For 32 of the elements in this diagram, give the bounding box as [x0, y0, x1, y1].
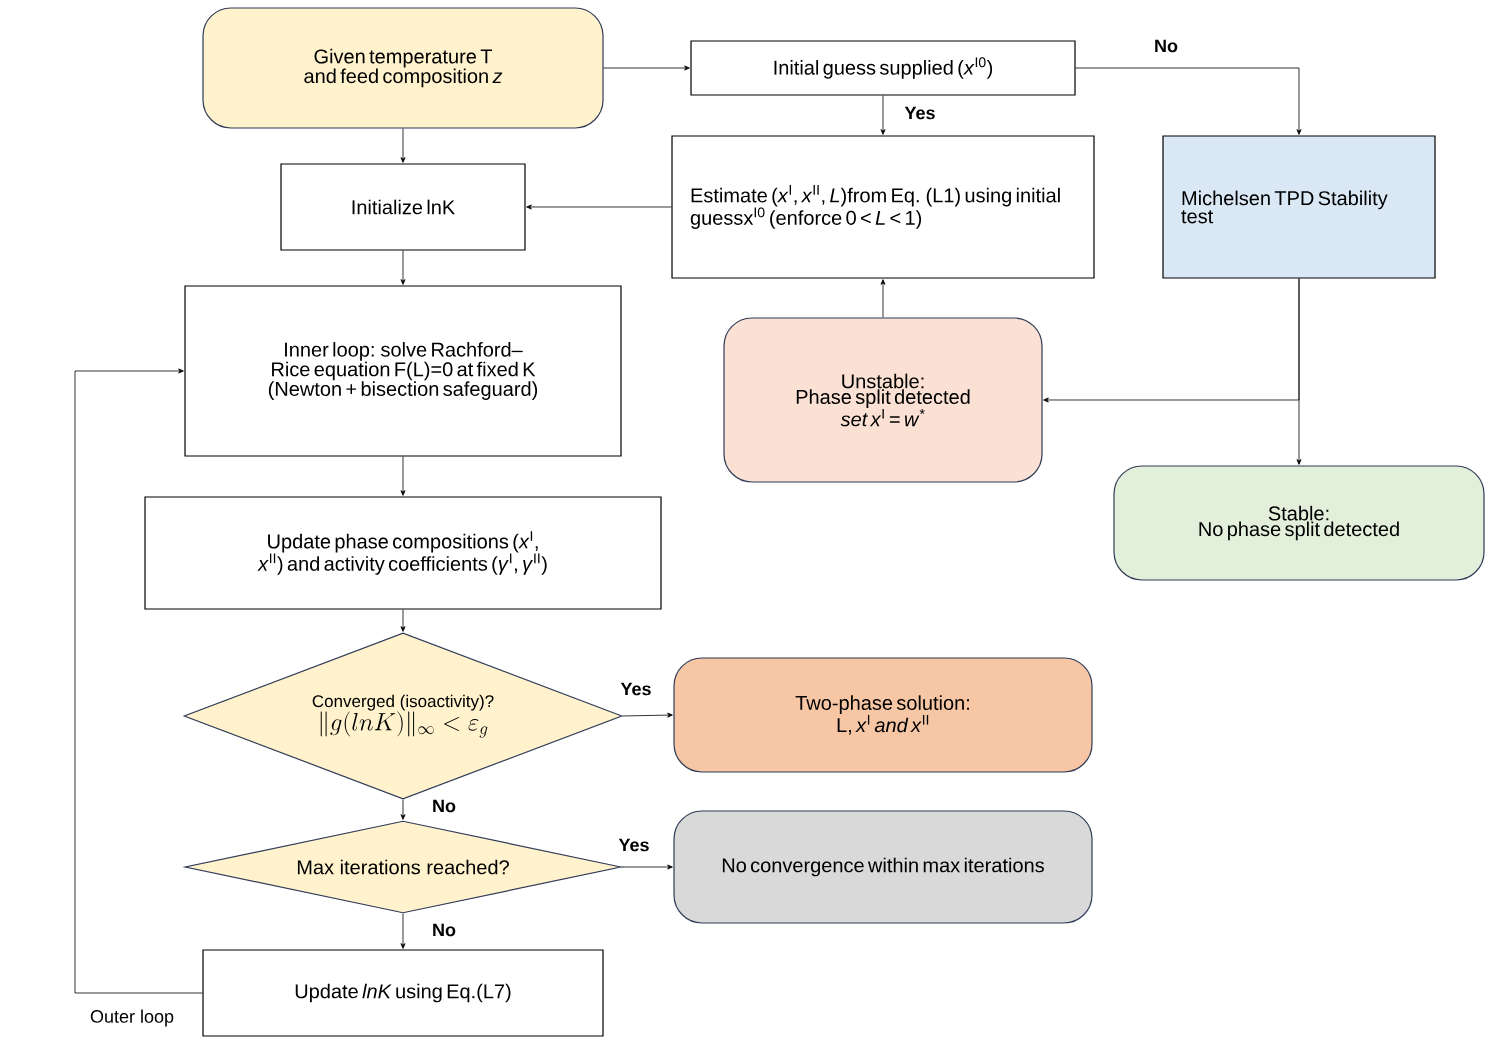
- process-box: Initial guess supplied (x$^{I0}$): [690, 40, 1076, 96]
- rounded-box: Unstable: Phase split detected set x$^{I}$ = w$^{*}$: [723, 317, 1043, 483]
- edge-label: No: [433, 923, 456, 937]
- process-box: Update phase compositions (x$^{I}$, x$^{II}$) and activity coefficients (γ$^{I}$, γ$^{II}$): [144, 496, 662, 610]
- arrow: [1075, 67, 1302, 135]
- process-box: Initialize lnK: [280, 163, 526, 251]
- rounded-box: No convergence within max iterations: [673, 810, 1093, 924]
- edge-label: Yes: [904, 106, 935, 120]
- arrow: [400, 128, 406, 163]
- arrow: [400, 913, 406, 949]
- edge-label: No: [1155, 39, 1178, 53]
- arrow: [622, 712, 673, 718]
- arrow: [400, 609, 406, 632]
- arrow: [880, 95, 886, 135]
- process-box: Inner loop: solve Rachford–Rice equation F(L)=0 at fixed K (Newton + bisection safeguard): [184, 285, 622, 457]
- rounded-box: Given temperature T and feed composition z: [202, 7, 604, 129]
- arrow: [880, 279, 886, 318]
- arrow: [1296, 278, 1302, 465]
- process-box: Michelsen TPD Stability test: [1162, 135, 1436, 279]
- rounded-box: Two-phase solution: L, x$^{I}$ and x$^{II}$: [673, 657, 1093, 773]
- edge-label: Outer loop: [90, 1009, 174, 1027]
- arrow: [603, 65, 690, 71]
- rounded-box: Stable: No phase split detected: [1113, 465, 1485, 581]
- process-box: Update lnK using Eq.(L7): [202, 949, 604, 1037]
- arrow: [526, 204, 672, 210]
- arrow: [400, 250, 406, 285]
- arrow: [621, 864, 673, 870]
- arrow: [74, 368, 203, 994]
- arrow: [400, 799, 406, 820]
- edge-label: No: [433, 799, 456, 813]
- arrow: [400, 456, 406, 496]
- process-box: Estimate (x$^{I}$, x$^{II}$, L)from Eq. (L1) using initial guessx$^{I0}$ (enforce 0 < L < 1): [671, 135, 1095, 279]
